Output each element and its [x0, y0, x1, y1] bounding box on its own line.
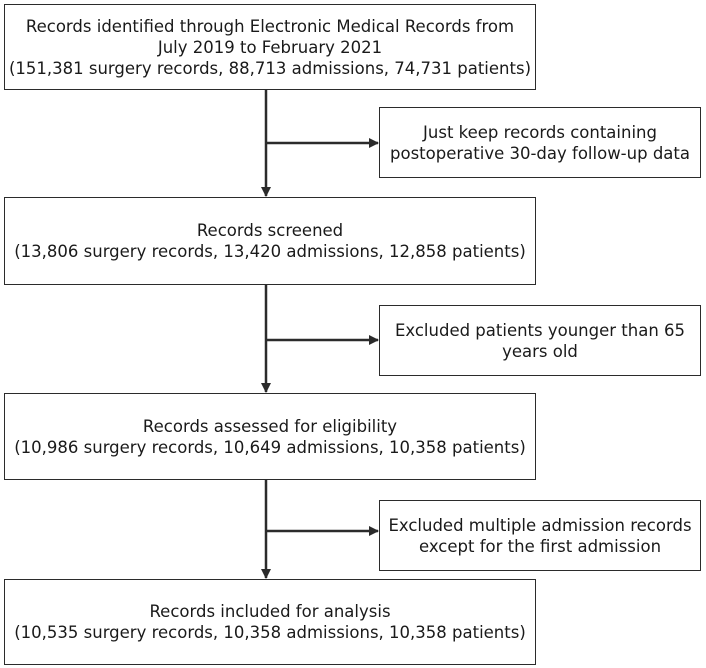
box-line: except for the first admission — [418, 536, 662, 556]
box-exclude-multiple: Excluded multiple admission records exce… — [379, 500, 701, 571]
box-line: (13,806 surgery records, 13,420 admissio… — [14, 242, 526, 261]
box-line: (10,986 surgery records, 10,649 admissio… — [14, 437, 526, 457]
box-line: postoperative 30-day follow-up data — [390, 143, 690, 163]
box-line: Just keep records containing — [423, 122, 657, 142]
box-records-identified: Records identified through Electronic Me… — [4, 4, 536, 90]
box-line: years old — [502, 341, 578, 361]
box-line: (10,535 surgery records, 10,358 admissio… — [14, 623, 526, 642]
box-records-included: Records included for analysis (10,535 su… — [4, 579, 536, 665]
box-line: (151,381 surgery records, 88,713 admissi… — [8, 58, 532, 78]
box-line: July 2019 to February 2021 — [157, 37, 383, 57]
box-line: Excluded multiple admission records — [388, 515, 692, 535]
box-line: Records identified through Electronic Me… — [25, 16, 515, 36]
box-exclude-age: Excluded patients younger than 65 years … — [379, 305, 701, 376]
box-line: Records screened — [196, 221, 344, 240]
box-keep-followup: Just keep records containing postoperati… — [379, 107, 701, 178]
box-line: Excluded patients younger than 65 — [394, 320, 686, 340]
box-records-eligibility: Records assessed for eligibility (10,986… — [4, 393, 536, 480]
box-line: Records assessed for eligibility — [142, 416, 398, 436]
box-line: Records included for analysis — [149, 602, 391, 621]
box-records-screened: Records screened (13,806 surgery records… — [4, 197, 536, 285]
